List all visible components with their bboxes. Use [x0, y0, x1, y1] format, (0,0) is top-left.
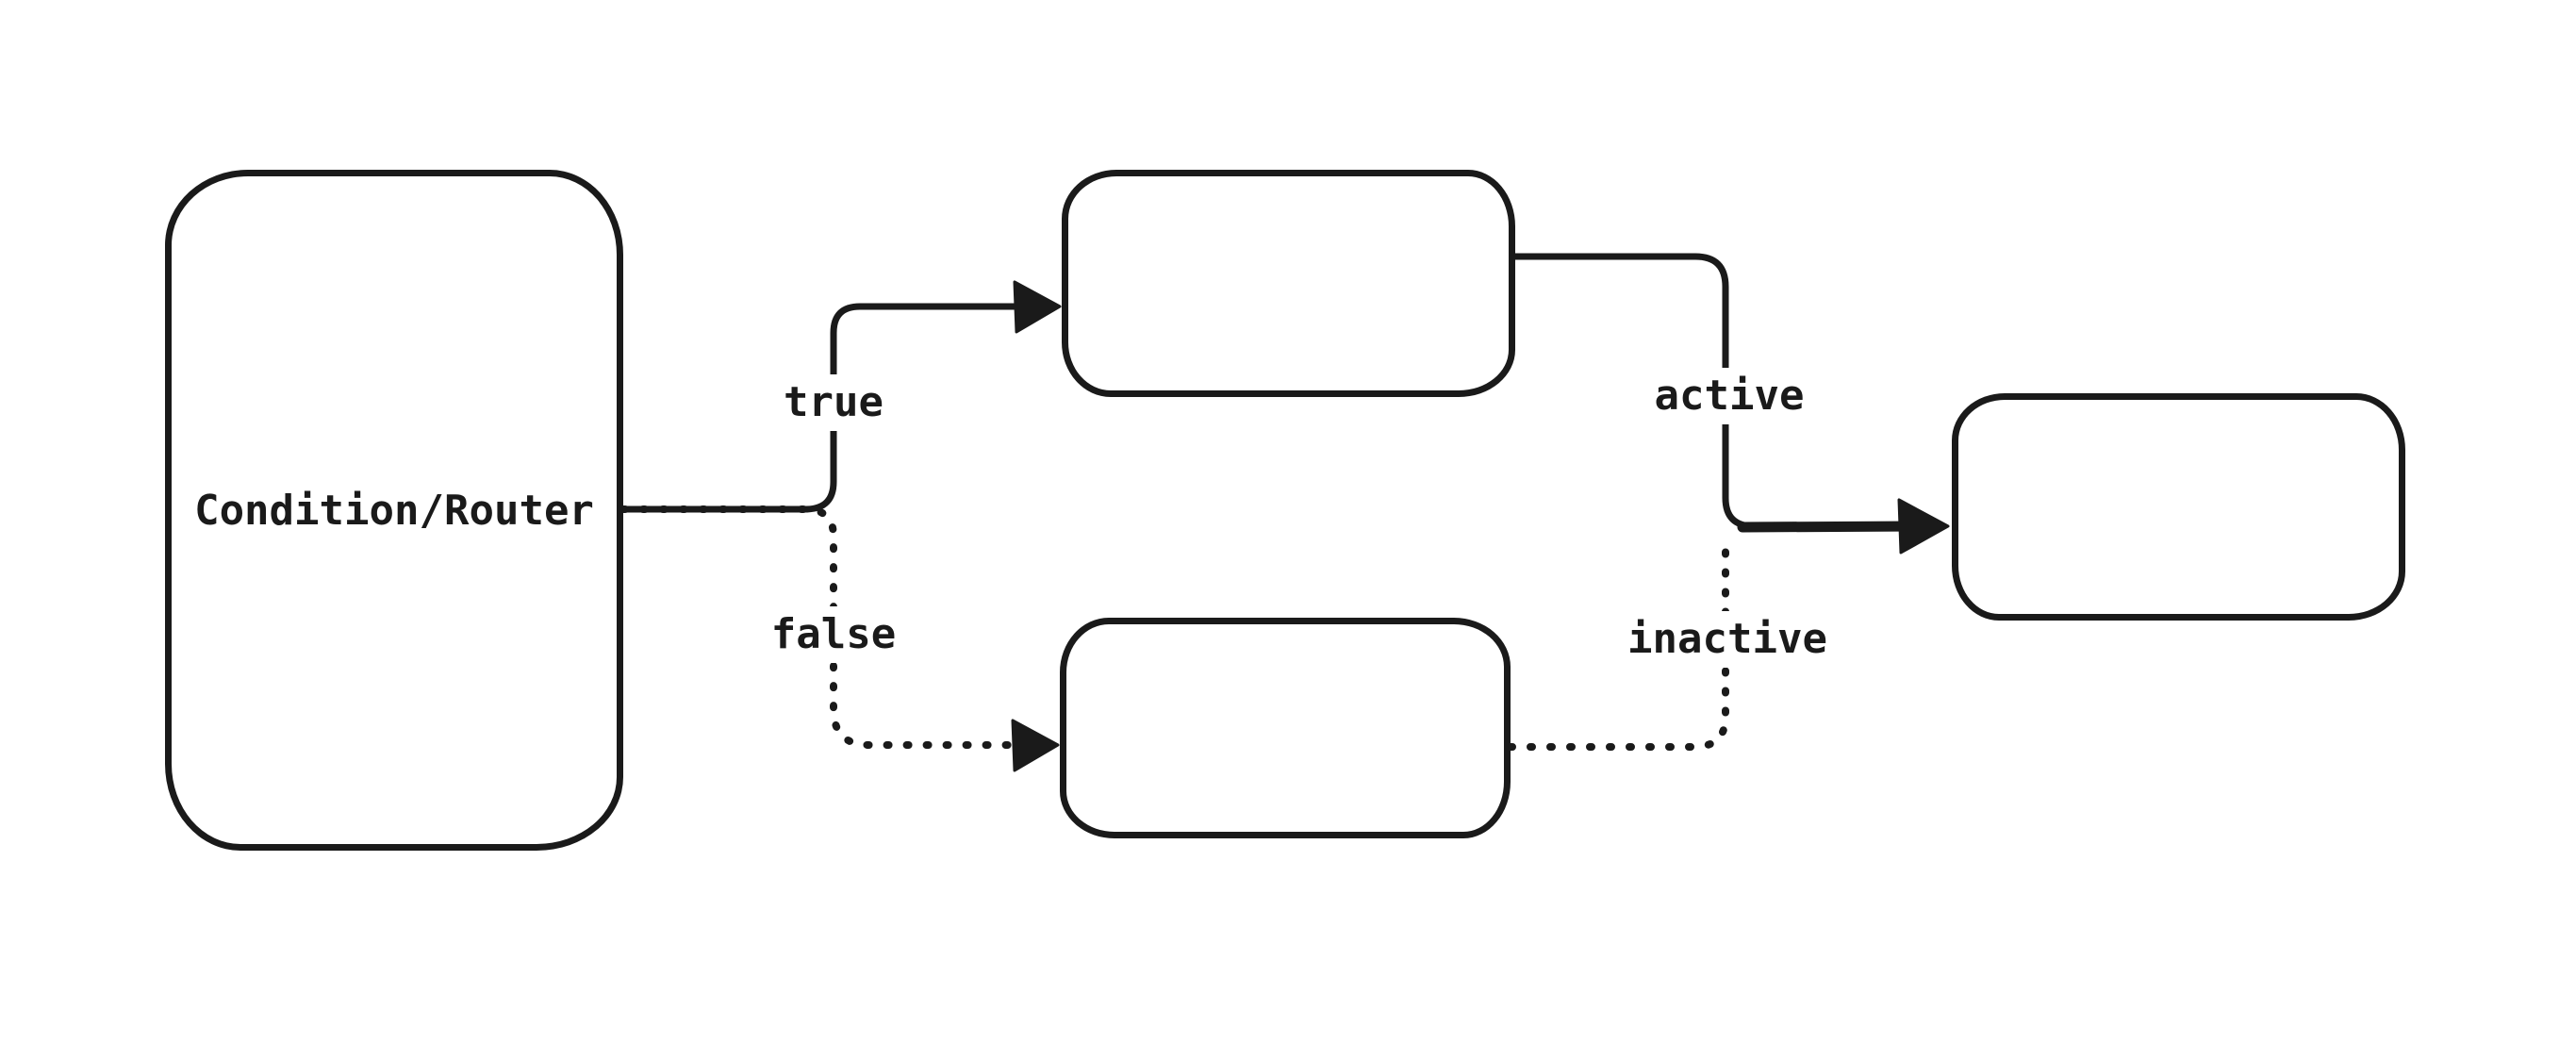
node-condition-router-label: Condition/Router [194, 486, 594, 535]
node-final [1952, 393, 2405, 621]
edge-inactive-line [1507, 534, 1729, 751]
edge-true-arrowhead [1013, 280, 1062, 334]
node-true-target [1062, 170, 1515, 397]
node-condition-router: Condition/Router [165, 170, 623, 851]
edge-active-arrowhead [1897, 498, 1950, 555]
node-false-target [1060, 618, 1511, 838]
edge-false-arrowhead [1011, 719, 1060, 772]
edge-active-merge-line [1737, 521, 1922, 533]
edge-label-inactive: inactive [1618, 611, 1837, 668]
edge-label-false: false [761, 606, 906, 663]
edge-label-active: active [1644, 368, 1814, 424]
edge-false-line [619, 505, 1028, 749]
edge-label-true: true [774, 374, 893, 431]
